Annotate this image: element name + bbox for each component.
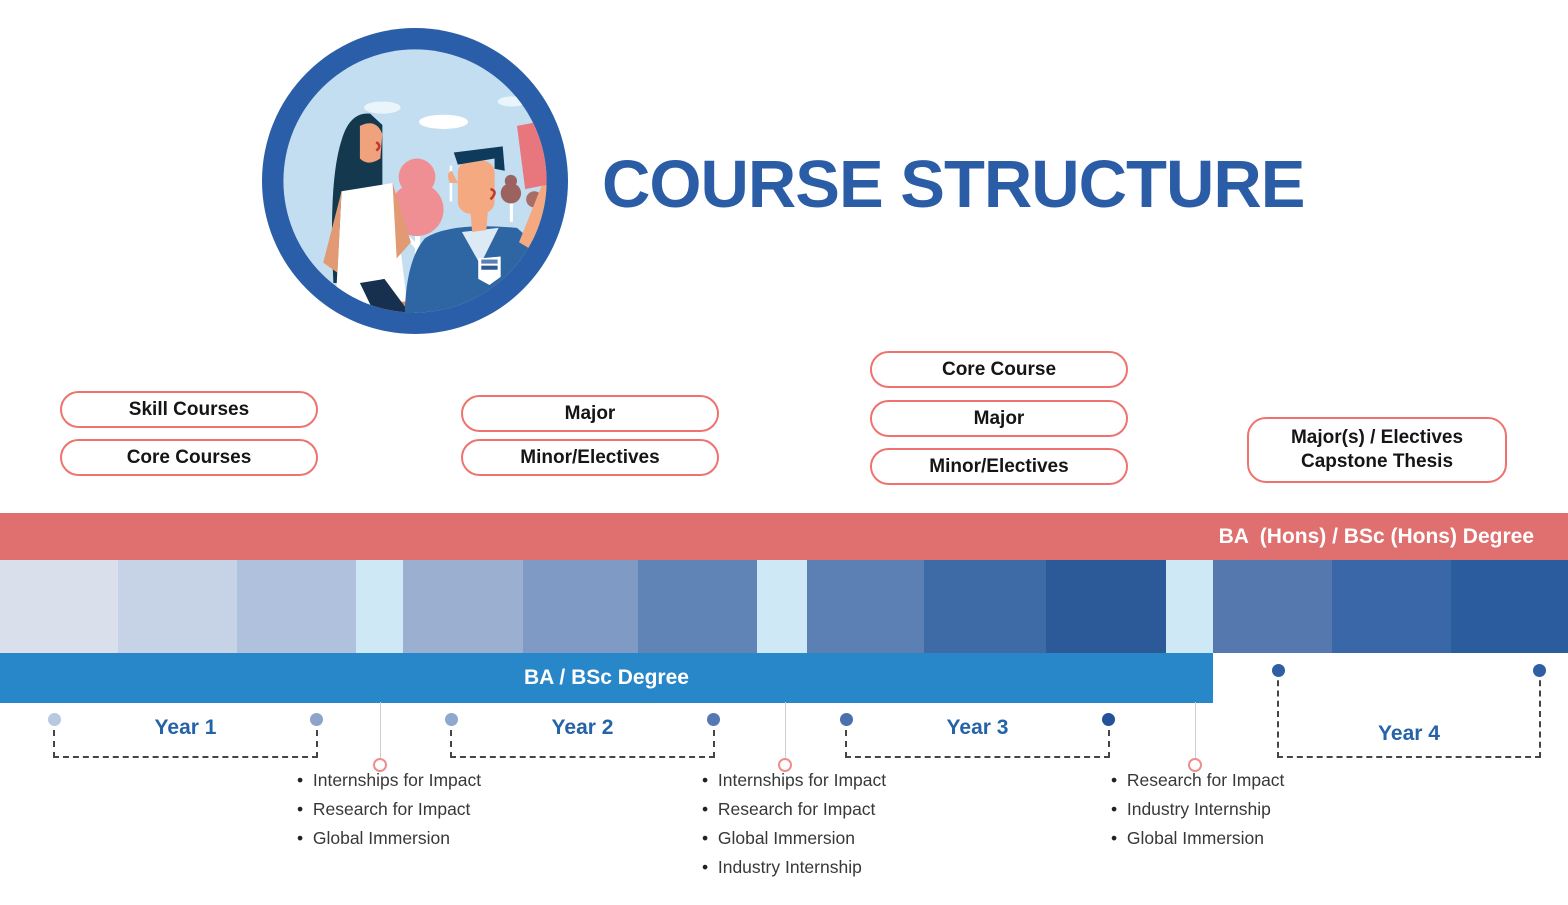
milestone-item: Research for Impact [1111,770,1285,791]
milestone-connector-1 [373,702,387,772]
students-illustration [262,28,568,334]
timeline-dot-icon [1102,713,1115,726]
students-illustration-svg [262,28,568,334]
timeline-dot-icon [310,713,323,726]
course-timeline-bar [0,560,1568,653]
pill-major-year2: Major [461,395,719,432]
pill-minor-electives-year2: Minor/Electives [461,439,719,476]
timeline-segment [0,560,118,653]
milestone-list-year3-4: Research for ImpactIndustry InternshipGl… [1111,770,1285,857]
timeline-segment [1332,560,1451,653]
year-2-label: Year 2 [551,716,614,739]
timeline-segment [1166,560,1213,653]
milestone-connector-2 [778,702,792,772]
pill-majors-electives-capstone: Major(s) / Electives Capstone Thesis [1247,417,1507,483]
year-1-bracket: Year 1 [48,713,323,758]
milestone-list-year1-2: Internships for ImpactResearch for Impac… [297,770,481,857]
honours-degree-bar: BA (Hons) / BSc (Hons) Degree [0,513,1568,560]
page-title: COURSE STRUCTURE [602,147,1305,222]
milestone-item: Global Immersion [297,828,481,849]
milestone-item: Internships for Impact [297,770,481,791]
pill-skill-courses: Skill Courses [60,391,318,428]
timeline-dot-icon [1533,664,1546,677]
timeline-segment [757,560,807,653]
timeline-dot-icon [707,713,720,726]
year-3-bracket: Year 3 [840,713,1115,758]
milestone-item: Industry Internship [1111,799,1284,820]
milestone-item: Industry Internship [702,857,886,878]
degree-label: BA / BSc Degree [524,666,689,689]
pill-core-courses: Core Courses [60,439,318,476]
milestone-connector-3 [1188,702,1202,772]
pill-minor-electives-year3: Minor/Electives [870,448,1128,485]
timeline-dot-icon [1272,664,1285,677]
timeline-segment [523,560,638,653]
pill-line-1: Major(s) / Electives [1290,427,1464,448]
year-2-bracket: Year 2 [445,713,720,758]
timeline-segment [118,560,237,653]
timeline-dot-icon [840,713,853,726]
timeline-segment [403,560,523,653]
milestone-item: Global Immersion [702,828,886,849]
timeline-dot-icon [445,713,458,726]
timeline-segment [1213,560,1332,653]
milestone-list-year2-3: Internships for ImpactResearch for Impac… [702,770,886,886]
milestone-item: Internships for Impact [702,770,886,791]
timeline-segment [638,560,757,653]
year-1-label: Year 1 [154,716,217,739]
year-4-bracket: Year 4 [1272,664,1546,758]
degree-bar: BA / BSc Degree [0,653,1213,703]
milestone-item: Research for Impact [702,799,886,820]
timeline-segment [924,560,1046,653]
timeline-segment [237,560,356,653]
honours-degree-label: BA (Hons) / BSc (Hons) Degree [1218,524,1534,548]
year-3-label: Year 3 [946,716,1009,739]
timeline-segment [1451,560,1568,653]
timeline-segment [356,560,403,653]
timeline-segment [807,560,924,653]
milestone-item: Global Immersion [1111,828,1284,849]
pill-core-course-year3: Core Course [870,351,1128,388]
timeline-dot-icon [48,713,61,726]
pill-major-year3: Major [870,400,1128,437]
milestone-item: Research for Impact [297,799,481,820]
year-4-label: Year 4 [1378,722,1440,745]
timeline-segment [1046,560,1166,653]
pill-line-2: Capstone Thesis [1300,451,1454,472]
